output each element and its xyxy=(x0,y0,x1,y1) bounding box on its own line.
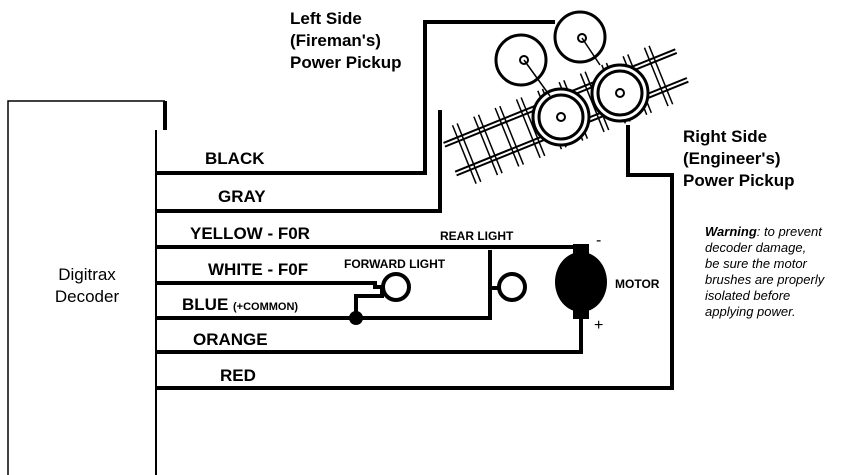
white-label: WHITE - F0F xyxy=(208,260,308,279)
orange-wire xyxy=(156,315,583,354)
right-wheel-1 xyxy=(531,87,591,147)
decoder-box: Digitrax Decoder xyxy=(7,100,167,475)
forward-light-label: FORWARD LIGHT xyxy=(344,257,446,271)
red-wire xyxy=(156,125,674,390)
svg-text:be sure the motor: be sure the motor xyxy=(705,256,808,271)
svg-text:(Fireman's): (Fireman's) xyxy=(290,31,381,50)
blue-wire xyxy=(156,288,492,320)
decoder-label-1: Digitrax xyxy=(58,265,116,284)
common-junction xyxy=(349,311,363,325)
svg-text:isolated before: isolated before xyxy=(705,288,790,303)
black-label: BLACK xyxy=(205,149,265,168)
left-wheel-1 xyxy=(494,33,548,87)
svg-text:Power Pickup: Power Pickup xyxy=(683,171,794,190)
forward-light-bulb xyxy=(381,272,411,302)
rear-light-wire xyxy=(488,250,500,290)
decoder-label-2: Decoder xyxy=(55,287,120,306)
right-wheel-2 xyxy=(590,63,650,123)
yellow-wire xyxy=(156,245,583,252)
yellow-label: YELLOW - F0R xyxy=(190,224,310,243)
gray-wire xyxy=(156,110,442,213)
blue-label: BLUE xyxy=(182,295,228,314)
right-pickup-label: Right Side (Engineer's) Power Pickup xyxy=(683,127,794,190)
orange-label: ORANGE xyxy=(193,330,268,349)
svg-text:Warning: to prevent: Warning: to prevent xyxy=(705,224,823,239)
rear-light-bulb xyxy=(497,272,527,302)
motor xyxy=(555,244,607,319)
svg-text:Right Side: Right Side xyxy=(683,127,767,146)
svg-text:decoder damage,: decoder damage, xyxy=(705,240,806,255)
blue-common-label: (+COMMON) xyxy=(233,301,298,313)
motor-minus: - xyxy=(596,232,601,249)
svg-text:(Engineer's): (Engineer's) xyxy=(683,149,781,168)
left-wheel-2 xyxy=(553,10,607,64)
motor-plus: + xyxy=(594,317,603,334)
svg-text:brushes are properly: brushes are properly xyxy=(705,272,826,287)
gray-label: GRAY xyxy=(218,187,266,206)
motor-label: MOTOR xyxy=(615,277,660,291)
warning-note: Warning: to prevent decoder damage, be s… xyxy=(705,224,826,319)
svg-text:Left Side: Left Side xyxy=(290,9,362,28)
svg-text:applying power.: applying power. xyxy=(705,304,796,319)
left-pickup-label: Left Side (Fireman's) Power Pickup xyxy=(290,9,401,72)
white-wire xyxy=(156,281,395,289)
rear-light-label: REAR LIGHT xyxy=(440,229,514,243)
black-wire xyxy=(156,20,555,175)
red-label: RED xyxy=(220,366,256,385)
svg-text:Power Pickup: Power Pickup xyxy=(290,53,401,72)
